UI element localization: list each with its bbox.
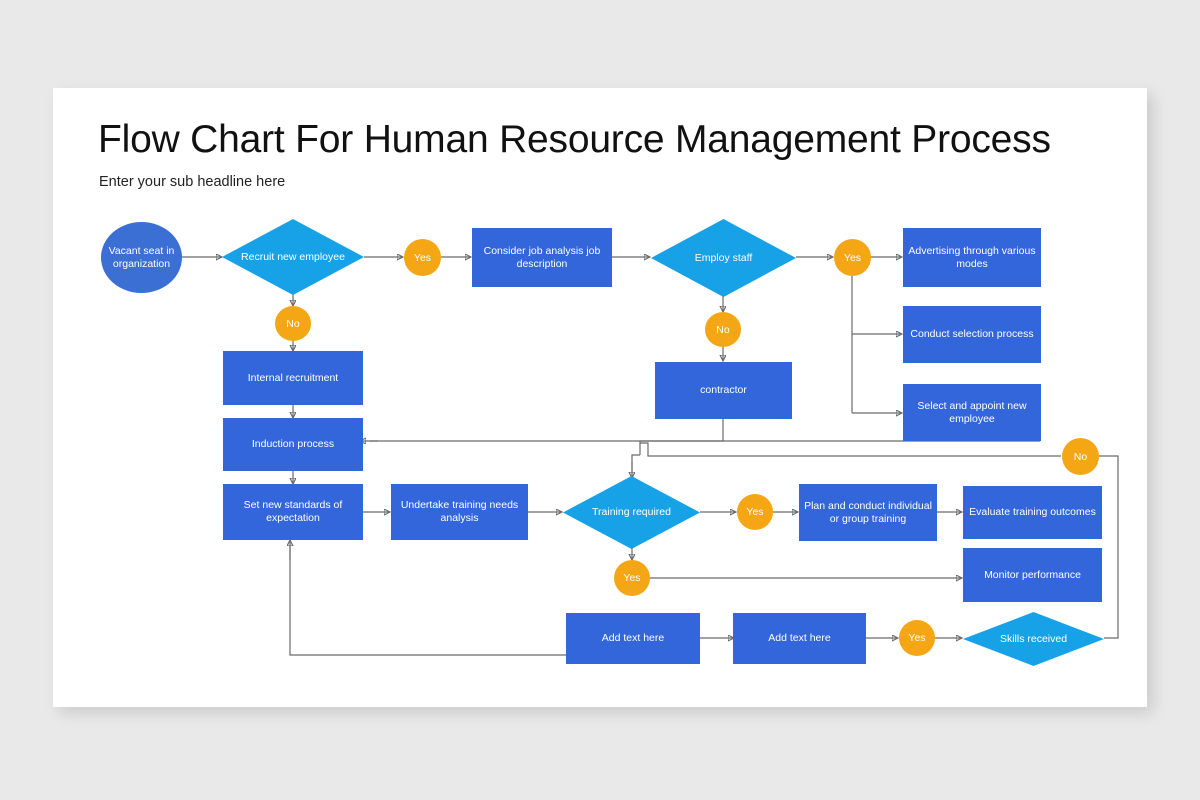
node-label: Internal recruitment (247, 371, 339, 384)
node-internal-recruitment[interactable]: Internal recruitment (223, 351, 363, 405)
node-label: contractor (700, 384, 747, 396)
edge-bus-to-trainingbranch (639, 440, 723, 455)
node-label: Add text here (601, 632, 665, 644)
node-vacant-seat[interactable]: Vacant seat in organization (101, 222, 182, 293)
node-label: Vacant seat in organization (108, 244, 175, 270)
node-label: Monitor performance (984, 568, 1081, 581)
badge-label: No (1073, 450, 1088, 463)
node-employ-staff[interactable]: Employ staff (651, 219, 796, 297)
page-subtitle: Enter your sub headline here (99, 174, 286, 190)
node-label: Evaluate training outcomes (969, 506, 1096, 518)
node-recruit-new-employee[interactable]: Recruit new employee (222, 219, 364, 295)
badge-yes-recruit[interactable]: Yes (404, 239, 441, 276)
badge-label: No (716, 323, 730, 336)
node-label: Conduct selection process (910, 328, 1034, 340)
diamond-shape (563, 476, 700, 549)
edge-add1-to-standards (289, 545, 566, 656)
node-monitor-performance[interactable]: Monitor performance (963, 548, 1102, 602)
node-label: Undertake training needs analysis (400, 499, 519, 524)
node-set-new-standards[interactable]: Set new standards of expectation (223, 484, 363, 540)
node-label: Select and appoint new employee (917, 399, 1027, 425)
node-label: Set new standards of expectation (243, 499, 343, 524)
edge-skills-to-no (1099, 455, 1119, 639)
badge-no-skills[interactable]: No (1062, 438, 1099, 475)
badge-yes-monitor[interactable]: Yes (614, 560, 650, 596)
node-undertake-training-needs[interactable]: Undertake training needs analysis (391, 484, 528, 540)
badge-label: Yes (908, 632, 926, 644)
node-conduct-selection[interactable]: Conduct selection process (903, 306, 1041, 363)
badge-yes-skills[interactable]: Yes (899, 620, 935, 656)
node-label: Induction process (251, 438, 335, 450)
badge-yes-employ[interactable]: Yes (834, 239, 871, 276)
node-induction-process[interactable]: Induction process (223, 418, 363, 471)
diamond-shape (651, 219, 796, 297)
node-advertising-modes[interactable]: Advertising through various modes (903, 228, 1041, 287)
badge-label: Yes (623, 572, 641, 584)
badge-label: Yes (843, 251, 862, 264)
badge-label: Yes (413, 251, 432, 264)
node-plan-conduct-training[interactable]: Plan and conduct individual or group tra… (799, 484, 937, 541)
badge-yes-training[interactable]: Yes (737, 494, 773, 530)
badge-label: No (286, 317, 300, 330)
node-consider-job-analysis[interactable]: Consider job analysis job description (472, 228, 612, 287)
badge-no-recruit[interactable]: No (275, 306, 311, 341)
node-label: Consider job analysis job description (483, 244, 601, 270)
node-add-text-2[interactable]: Add text here (733, 613, 866, 664)
node-label: Plan and conduct individual or group tra… (804, 499, 932, 525)
edge-no-to-training (640, 442, 1061, 457)
diamond-shape (963, 612, 1104, 666)
node-select-appoint[interactable]: Select and appoint new employee (903, 384, 1041, 441)
edge-into-training-top (631, 454, 640, 474)
node-contractor[interactable]: contractor (655, 362, 792, 419)
page-title: Flow Chart For Human Resource Management… (98, 118, 1051, 161)
badge-no-employ[interactable]: No (705, 312, 741, 347)
node-label: Advertising through various modes (908, 244, 1036, 270)
node-training-required[interactable]: Training required (563, 476, 700, 549)
diamond-shape (222, 219, 364, 295)
node-add-text-1[interactable]: Add text here (566, 613, 700, 664)
node-evaluate-training-outcomes[interactable]: Evaluate training outcomes (963, 486, 1102, 539)
node-label: Add text here (768, 632, 831, 644)
badge-label: Yes (746, 506, 764, 518)
node-skills-received[interactable]: Skills received (963, 612, 1104, 666)
